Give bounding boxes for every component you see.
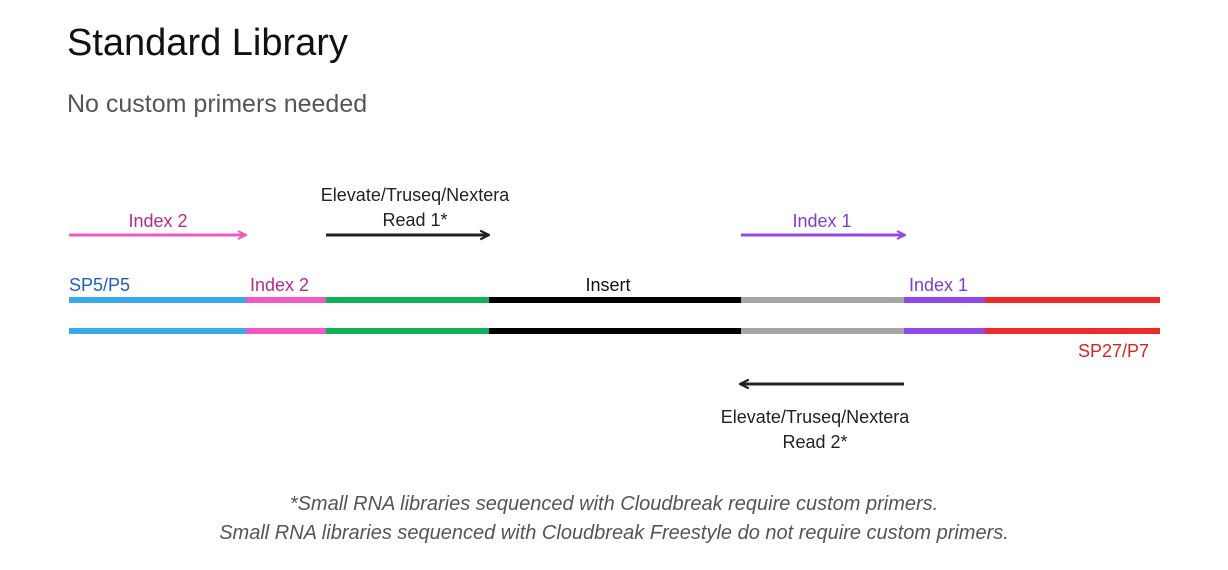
read2-arrow-label-line1: Elevate/Truseq/Nextera	[720, 407, 910, 427]
top-insert-segment	[489, 297, 741, 303]
footnote-line1: *Small RNA libraries sequenced with Clou…	[289, 493, 939, 515]
bottom-index1-segment	[904, 328, 985, 334]
top-sp5-segment	[69, 297, 246, 303]
footnote-line2: Small RNA libraries sequenced with Cloud…	[219, 522, 1009, 544]
index1-segment-label: Index 1	[909, 275, 969, 295]
sp27-label: SP27/P7	[1078, 341, 1150, 361]
index1-arrow-label: Index 1	[792, 211, 852, 231]
sp5-label: SP5/P5	[69, 275, 131, 295]
diagram-title: Standard Library	[67, 22, 348, 64]
read1-arrow-label-line2: Read 1*	[382, 210, 448, 230]
top-index2-segment	[246, 297, 326, 303]
bottom-sp5-segment	[69, 328, 246, 334]
bottom-read1-segment	[326, 328, 489, 334]
bottom-sp27-segment	[985, 328, 1160, 334]
diagram-subtitle: No custom primers needed	[67, 90, 368, 118]
insert-label: Insert	[585, 275, 631, 295]
index2-segment-label: Index 2	[250, 275, 310, 295]
read1-arrow-label-line1: Elevate/Truseq/Nextera	[320, 185, 510, 205]
top-sp27-segment	[985, 297, 1160, 303]
read2-arrow-label-line2: Read 2*	[782, 432, 848, 452]
top-index1-segment	[904, 297, 985, 303]
top-strand	[69, 297, 1160, 303]
bottom-read2-segment	[741, 328, 904, 334]
bottom-strand	[69, 328, 1160, 334]
top-read2-segment	[741, 297, 904, 303]
bottom-index2-segment	[246, 328, 326, 334]
top-read1-segment	[326, 297, 489, 303]
index2-arrow-label: Index 2	[128, 211, 188, 231]
bottom-insert-segment	[489, 328, 741, 334]
